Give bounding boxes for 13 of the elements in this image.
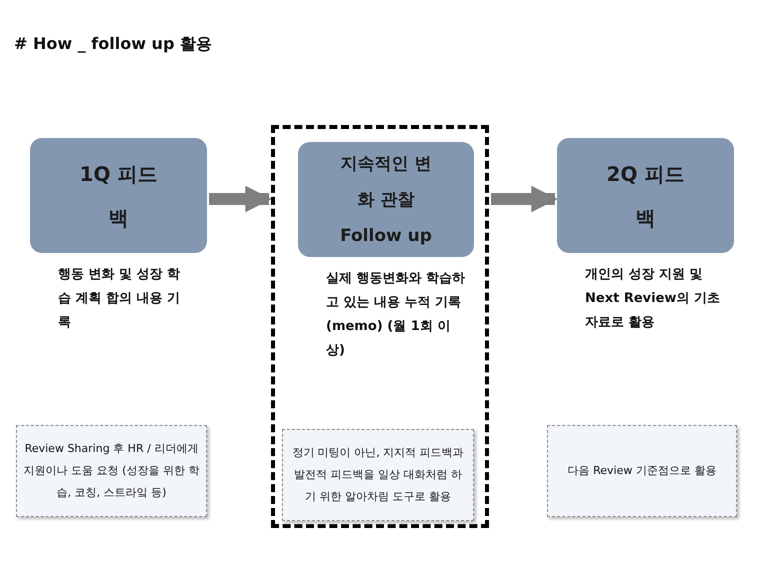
arrow — [491, 186, 558, 212]
process-box: 1Q 피드백 — [30, 138, 207, 253]
note-box: 정기 미팅이 아닌, 지지적 피드백과 발전적 피드백을 일상 대화처럼 하기 위한 알아차림 도구로 활용 — [282, 429, 474, 521]
description-text: 개인의 성장 지원 및 Next Review의 기초 자료로 활용 — [585, 266, 721, 332]
process-box: 지속적인 변화 관찰 Follow up — [298, 142, 474, 257]
arrow — [209, 186, 272, 212]
description-text: 행동 변화 및 성장 학습 계획 합의 내용 기록 — [58, 266, 182, 332]
title: # How _ follow up 활용 — [14, 34, 212, 55]
description-text: 실제 행동변화와 학습하고 있는 내용 누적 기록 (memo) (월 1회 이상) — [326, 270, 466, 360]
note-box: 다음 Review 기준점으로 활용 — [547, 425, 737, 517]
process-box: 2Q 피드백 — [557, 138, 734, 253]
dashed-frame — [271, 125, 489, 528]
note-box: Review Sharing 후 HR / 리더에게 지원이나 도움 요청 (성장을 위한 학습, 코칭, 스트라잌 등) — [16, 425, 207, 517]
